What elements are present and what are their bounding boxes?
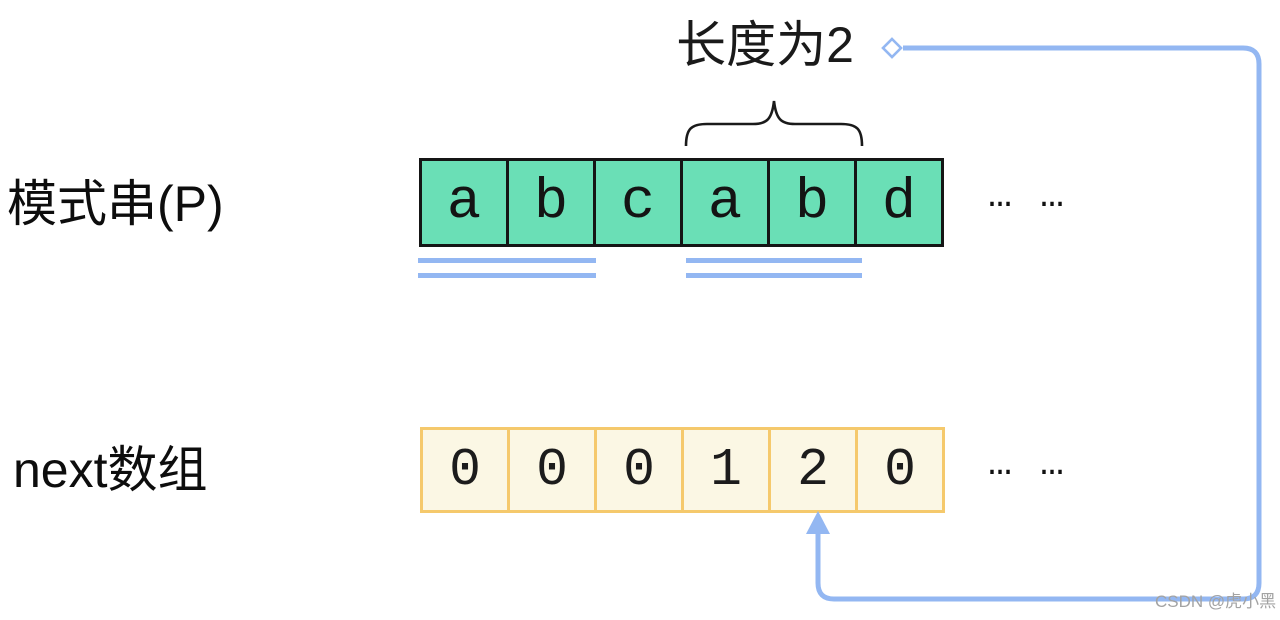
next-array: 0 0 0 1 2 0 — [420, 427, 945, 513]
pattern-cell-1: b — [506, 158, 596, 247]
pattern-array: a b c a b d — [419, 158, 944, 247]
brace-icon — [684, 100, 864, 146]
pattern-ellipsis: … … — [988, 174, 1067, 219]
next-cell-3: 1 — [681, 427, 771, 513]
suffix-underline — [686, 258, 862, 278]
pattern-cell-2: c — [593, 158, 683, 247]
next-cell-4: 2 — [768, 427, 858, 513]
watermark: CSDN @虎小黑 — [1155, 592, 1277, 611]
next-cell-0: 0 — [420, 427, 510, 513]
pattern-cell-4: b — [767, 158, 857, 247]
pattern-cell-0: a — [419, 158, 509, 247]
pattern-cell-5: d — [854, 158, 944, 247]
pattern-cell-3: a — [680, 158, 770, 247]
prefix-underline — [418, 258, 596, 278]
next-cell-2: 0 — [594, 427, 684, 513]
length-annotation-label: 长度为2 — [676, 17, 854, 73]
arrowhead-icon — [806, 511, 830, 534]
connector-path — [815, 45, 1262, 602]
next-cell-1: 0 — [507, 427, 597, 513]
next-cell-5: 0 — [855, 427, 945, 513]
next-array-label: next数组 — [13, 442, 208, 498]
pattern-string-label: 模式串(P) — [7, 176, 224, 232]
next-ellipsis: … … — [988, 441, 1067, 487]
